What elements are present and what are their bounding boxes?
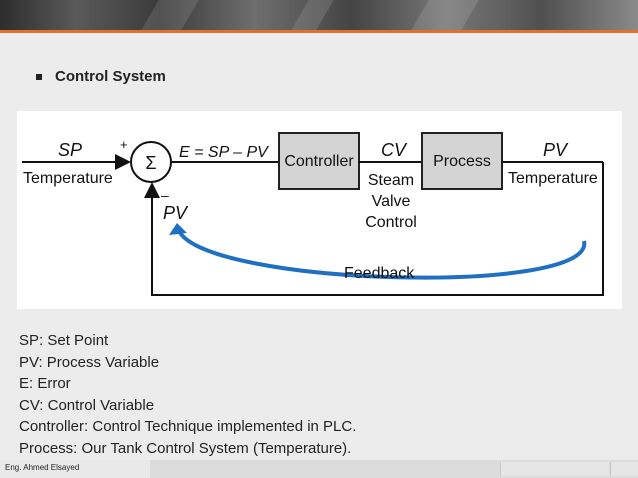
bullet-square-icon bbox=[36, 73, 42, 80]
definition-item: E: Error bbox=[19, 375, 71, 392]
footer-author-box: Eng. Ahmed Elsayed bbox=[0, 460, 150, 478]
sp-label: SP bbox=[58, 140, 82, 160]
steam-label-3: Control bbox=[365, 214, 417, 231]
banner-decoration bbox=[411, 0, 479, 30]
plus-sign: + bbox=[120, 137, 128, 152]
minus-sign: – bbox=[161, 187, 169, 203]
process-label: Process bbox=[433, 153, 491, 170]
sum-symbol: Σ bbox=[145, 153, 156, 173]
feedback-loop-line bbox=[144, 162, 604, 296]
feedback-arrow bbox=[177, 229, 587, 280]
control-loop-diagram: SP Temperature Σ + – E = SP – PV Control… bbox=[17, 111, 622, 309]
banner-decoration bbox=[291, 0, 334, 30]
pv-output-label: PV bbox=[543, 140, 569, 160]
block-diagram-svg: SP Temperature Σ + – E = SP – PV Control… bbox=[22, 132, 604, 296]
steam-label-1: Steam bbox=[368, 172, 414, 189]
controller-label: Controller bbox=[284, 153, 354, 170]
output-temperature-label: Temperature bbox=[508, 170, 598, 187]
banner-decoration bbox=[141, 0, 199, 30]
cv-label: CV bbox=[381, 140, 408, 160]
feedback-pv-label: PV bbox=[163, 203, 189, 223]
slide-heading: Control System bbox=[55, 68, 166, 85]
header-banner bbox=[0, 0, 638, 30]
definition-item: PV: Process Variable bbox=[19, 353, 160, 371]
heading-row: Control System bbox=[36, 68, 166, 85]
error-equation: E = SP – PV bbox=[179, 144, 269, 161]
feedback-label: Feedback bbox=[344, 265, 415, 282]
footer-bar: Eng. Ahmed Elsayed bbox=[0, 460, 638, 478]
footer-box bbox=[500, 462, 609, 476]
definition-item: SP: Set Point bbox=[19, 332, 109, 349]
definitions-list: SP: Set Point PV: Process Variable E: Er… bbox=[19, 330, 356, 459]
definition-item: CV: Control Variable bbox=[19, 396, 155, 414]
definition-item: Process: Our Tank Control System (Temper… bbox=[19, 439, 352, 457]
definition-item: Controller: Control Technique implemente… bbox=[19, 418, 357, 435]
footer-box bbox=[610, 462, 638, 476]
input-temperature-label: Temperature bbox=[23, 170, 113, 187]
feedback-arrowhead-icon bbox=[169, 223, 187, 235]
header-accent-line bbox=[0, 30, 638, 33]
footer-author: Eng. Ahmed Elsayed bbox=[5, 463, 80, 472]
steam-label-2: Valve bbox=[372, 193, 411, 210]
